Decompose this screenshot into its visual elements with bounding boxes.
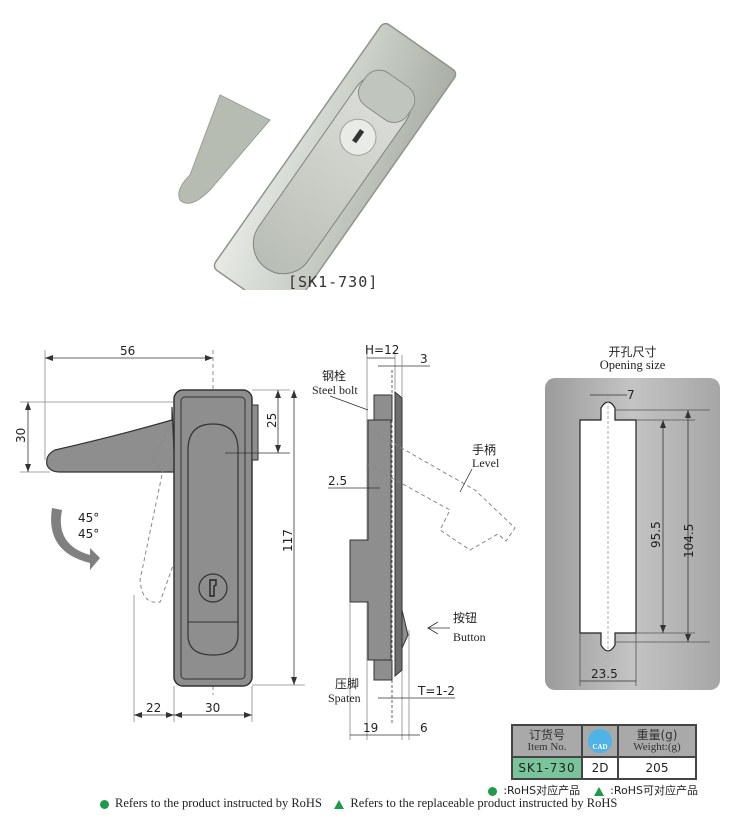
dim-56: 56	[120, 344, 135, 358]
product-photo	[178, 22, 457, 290]
lever-handle	[178, 94, 271, 204]
cad-icon[interactable]: CAD	[588, 729, 612, 753]
rohs-circle-icon	[488, 786, 498, 796]
legend-cn: :RoHS对应产品 :RoHS可对应产品	[488, 782, 698, 798]
dim-h12: H=12	[365, 343, 399, 357]
dim-7: 7	[627, 388, 635, 402]
dim-3: 3	[420, 352, 428, 366]
spec-table: 订货号 Item No. CAD 重量(g) Weight:(g) SK1-73…	[511, 724, 697, 780]
lever-en: Level	[472, 456, 500, 470]
dim-30-body: 30	[205, 701, 220, 715]
steel-bolt-en: Steel bolt	[312, 383, 358, 397]
dim-6: 6	[420, 721, 428, 735]
item-no-value: SK1-730	[511, 756, 583, 780]
rotation-arrow-icon	[51, 508, 100, 570]
opening-title-en: Opening size	[599, 358, 666, 372]
dim-2-5: 2.5	[328, 474, 347, 488]
rohs-circle-icon	[100, 799, 109, 809]
dim-25: 25	[265, 413, 279, 428]
dim-117: 117	[281, 529, 295, 552]
opening-title-cn: 开孔尺寸	[608, 345, 657, 359]
header-cad: CAD	[581, 724, 619, 758]
header-item-no: 订货号 Item No.	[511, 724, 583, 758]
keyhole-icon	[198, 573, 228, 603]
dim-19: 19	[363, 721, 378, 735]
dim-104-5: 104.5	[682, 524, 696, 558]
model-caption: [SK1-730]	[288, 273, 379, 291]
lever-cn: 手柄	[472, 443, 496, 457]
dim-95-5: 95.5	[649, 521, 663, 548]
lever-shape	[46, 406, 176, 473]
spaten-en: Spaten	[328, 691, 361, 705]
opening-size-drawing: 7 95.5 104.5 23.5	[545, 378, 720, 690]
dim-30-handle: 30	[14, 428, 28, 443]
cad-value[interactable]: 2D	[581, 756, 619, 780]
button-cn: 按钮	[453, 610, 477, 625]
spaten-cn: 压脚	[335, 676, 359, 691]
rohs-triangle-icon	[334, 799, 345, 809]
angle-2: 45°	[78, 527, 99, 541]
legend-en: Refers to the product instructed by RoHS…	[100, 796, 617, 811]
dim-22: 22	[146, 701, 161, 715]
dim-thickness: T=1-2	[417, 684, 455, 698]
dim-23-5: 23.5	[591, 667, 618, 681]
rohs-triangle-icon	[594, 786, 605, 796]
angle-1: 45°	[78, 511, 99, 525]
weight-value: 205	[617, 756, 697, 780]
button-arrow-icon	[426, 621, 450, 635]
front-view-drawing: 56 30 25 117 22 30 45° 45°	[14, 344, 305, 722]
button-en: Button	[453, 630, 486, 644]
header-weight: 重量(g) Weight:(g)	[617, 724, 697, 758]
steel-bolt-cn: 钢栓	[322, 368, 346, 383]
side-view-drawing: H=12 3 2.5 T=1-2 19 6 钢栓 Steel bolt 手柄 L…	[312, 343, 516, 740]
